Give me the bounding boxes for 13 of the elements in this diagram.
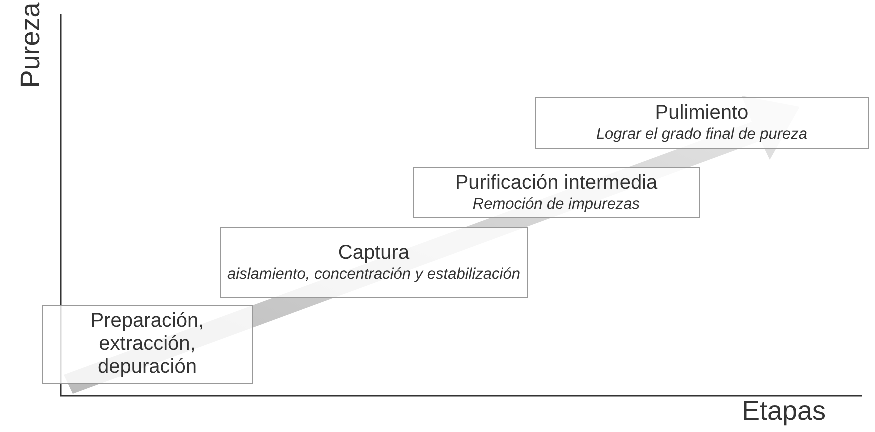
stage-title: Captura	[337, 242, 411, 264]
y-axis-label: Pureza	[15, 2, 46, 88]
stage-title: Purificación intermedia	[454, 172, 659, 194]
stage-description: aislamiento, concentración y estabilización	[227, 264, 521, 284]
stage-title: Pulimiento	[654, 102, 750, 125]
stage-box	[413, 167, 700, 218]
stage-box	[535, 97, 869, 149]
stage-box	[42, 305, 253, 384]
x-axis-label: Etapas	[742, 396, 826, 427]
stage-box	[220, 227, 528, 298]
stage-title: Preparación, extracción, depuración	[90, 310, 206, 379]
stage-description: Lograr el grado final de pureza	[595, 125, 809, 144]
stage-description: Remoción de impurezas	[472, 194, 642, 214]
